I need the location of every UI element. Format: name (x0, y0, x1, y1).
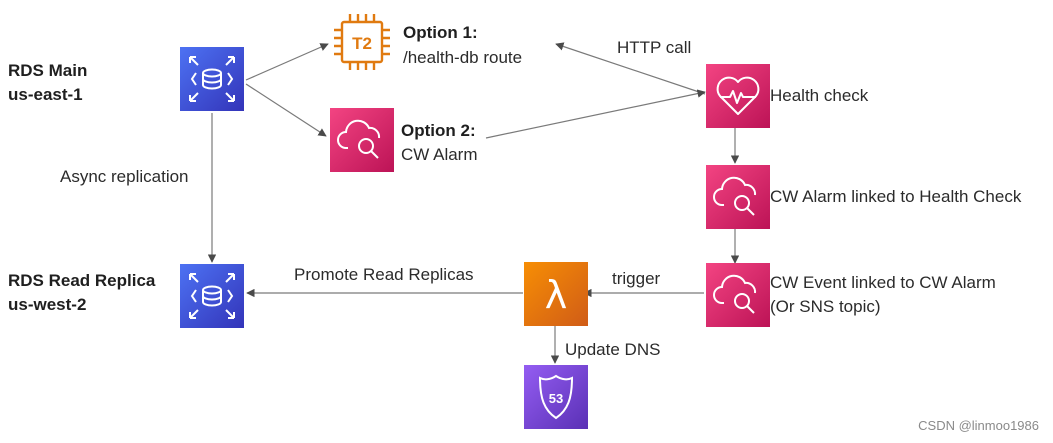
ec2-chip-icon: T2 (330, 10, 394, 74)
route53-badge: 53 (549, 391, 563, 406)
cw-alarm-linked-icon (706, 165, 770, 229)
rds-main-title: RDS Main (8, 61, 88, 80)
cw-event-icon (706, 263, 770, 327)
arrow-health-to-ec2 (555, 42, 706, 95)
rds-replica-region: us-west-2 (8, 295, 87, 314)
rds-replica-title: RDS Read Replica (8, 271, 156, 290)
cw-event-label-line1: CW Event linked to CW Alarm (770, 273, 996, 292)
cw-event-label-line2: (Or SNS topic) (770, 297, 881, 316)
trigger-label: trigger (612, 269, 661, 288)
option2-label: Option 2: (401, 121, 476, 140)
arrow-cw-alarm-to-health (485, 89, 706, 139)
rds-main-icon (180, 47, 244, 111)
rds-main-region: us-east-1 (8, 85, 83, 104)
async-replication-label: Async replication (60, 167, 189, 186)
arrow-rds-to-ec2 (245, 43, 329, 81)
http-call-label: HTTP call (617, 38, 692, 57)
cw-alarm-linked-label: CW Alarm linked to Health Check (770, 187, 1022, 206)
health-check-label: Health check (770, 86, 869, 105)
route53-icon: 53 (524, 365, 588, 429)
option1-label: Option 1: (403, 23, 478, 42)
lambda-icon: λ (524, 262, 588, 326)
arrow-rds-to-cw-alarm (245, 83, 327, 137)
cw-alarm-option-icon (330, 108, 394, 172)
ec2-badge: T2 (352, 34, 372, 53)
promote-label: Promote Read Replicas (294, 265, 474, 284)
health-check-icon (706, 64, 770, 128)
watermark: CSDN @linmoo1986 (918, 418, 1039, 433)
update-dns-label: Update DNS (565, 340, 661, 359)
option2-detail: CW Alarm (401, 145, 478, 164)
option1-detail: /health-db route (403, 48, 523, 67)
lambda-symbol: λ (545, 273, 568, 317)
rds-replica-icon (180, 264, 244, 328)
